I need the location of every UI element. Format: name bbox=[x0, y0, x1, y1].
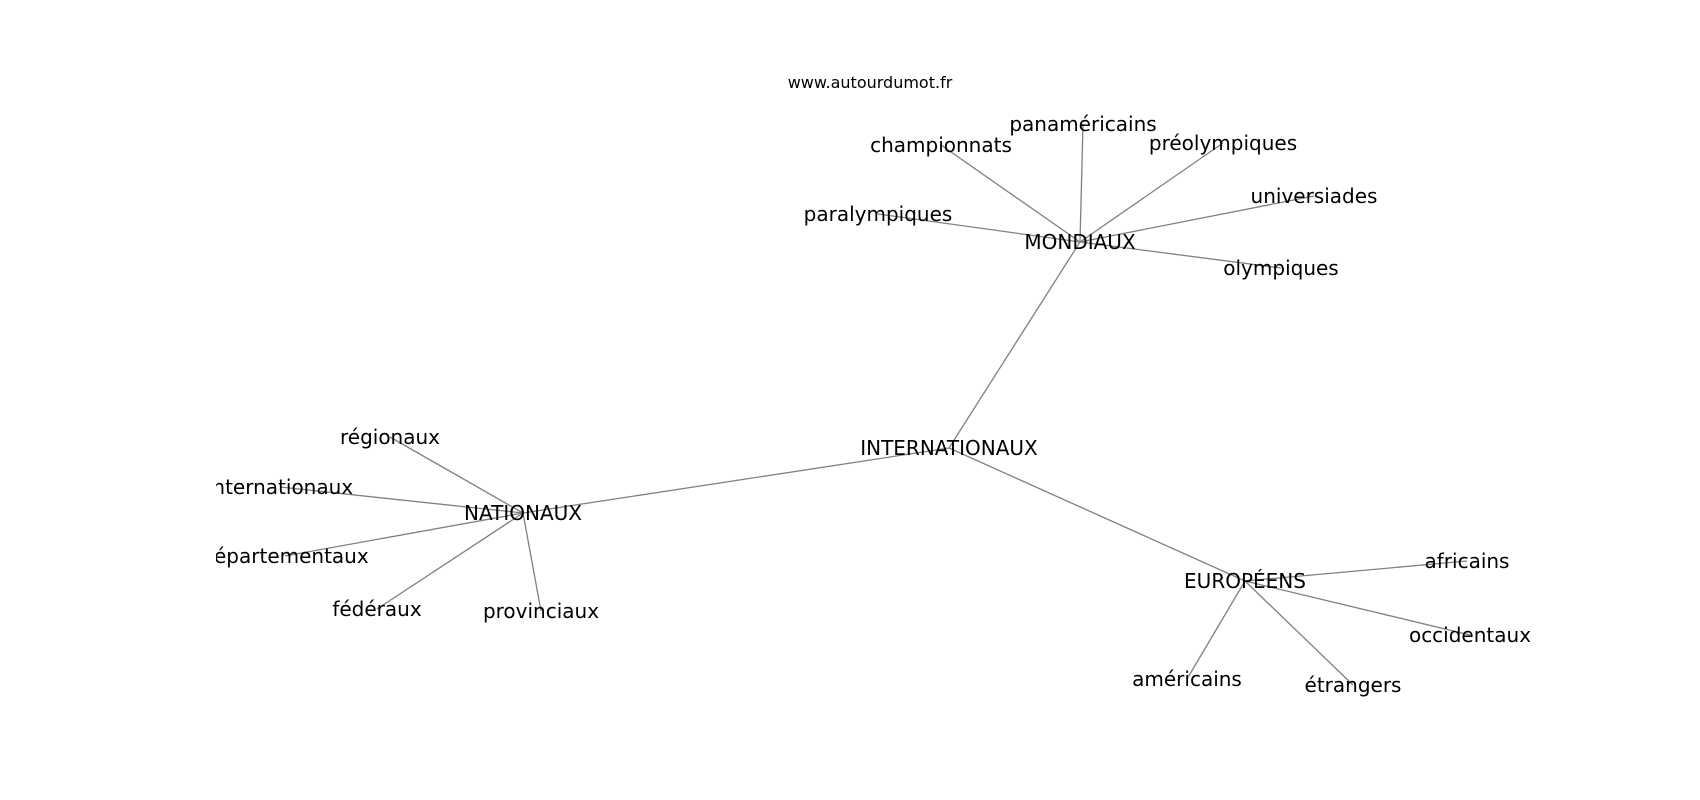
node-label-etrangers: étrangers bbox=[1305, 673, 1402, 697]
edge-mondiaux-universiades bbox=[1079, 195, 1315, 243]
edge-europeens-africains bbox=[1244, 560, 1468, 582]
edge-mondiaux-championnats bbox=[940, 144, 1081, 243]
edges-layer bbox=[279, 123, 1471, 686]
edge-nationaux-internationaux bbox=[279, 486, 524, 514]
node-label-internationaux: internationaux bbox=[207, 475, 353, 499]
edge-nationaux-departementaux bbox=[284, 512, 524, 557]
node-label-regionaux: régionaux bbox=[340, 425, 440, 449]
edge-europeens-americains bbox=[1186, 580, 1246, 680]
edge-nationaux-regionaux bbox=[389, 436, 524, 514]
node-label-panamericains: panaméricains bbox=[1009, 112, 1156, 136]
watermark-text: www.autourdumot.fr bbox=[788, 73, 953, 92]
node-label-departementaux: départementaux bbox=[201, 544, 369, 568]
node-label-preolympiques: préolympiques bbox=[1149, 131, 1297, 155]
node-label-mondiaux: MONDIAUX bbox=[1024, 230, 1136, 254]
edge-europeens-occidentaux bbox=[1244, 580, 1471, 636]
edge-europeens-etrangers bbox=[1244, 580, 1354, 686]
node-label-paralympiques: paralympiques bbox=[804, 202, 953, 226]
edge-mondiaux-paralympiques bbox=[877, 213, 1081, 243]
node-label-olympiques: olympiques bbox=[1223, 256, 1338, 280]
node-label-africains: africains bbox=[1425, 549, 1510, 573]
edge-mondiaux-panamericains bbox=[1079, 123, 1084, 243]
node-label-occidentaux: occidentaux bbox=[1409, 623, 1531, 647]
node-label-americains: américains bbox=[1132, 667, 1242, 691]
edge-internationaux-mondiaux bbox=[948, 241, 1081, 449]
node-label-internationaux: INTERNATIONAUX bbox=[860, 436, 1038, 460]
edge-nationaux-federaux bbox=[376, 512, 524, 610]
edge-mondiaux-olympiques bbox=[1079, 241, 1282, 269]
edge-mondiaux-preolympiques bbox=[1079, 142, 1224, 243]
node-label-universiades: universiades bbox=[1251, 184, 1378, 208]
node-label-provinciaux: provinciaux bbox=[483, 599, 599, 623]
node-label-europeens: EUROPÉENS bbox=[1184, 569, 1306, 593]
node-label-federaux: fédéraux bbox=[332, 597, 422, 621]
edge-nationaux-provinciaux bbox=[522, 512, 542, 612]
labels-layer: INTERNATIONAUX MONDIAUX NATIONAUX EUROPÉENS… bbox=[201, 112, 1531, 697]
edge-internationaux-europeens bbox=[948, 447, 1246, 582]
edge-internationaux-nationaux bbox=[522, 447, 950, 514]
node-label-nationaux: NATIONAUX bbox=[464, 501, 582, 525]
node-label-championnats: championnats bbox=[870, 133, 1012, 157]
